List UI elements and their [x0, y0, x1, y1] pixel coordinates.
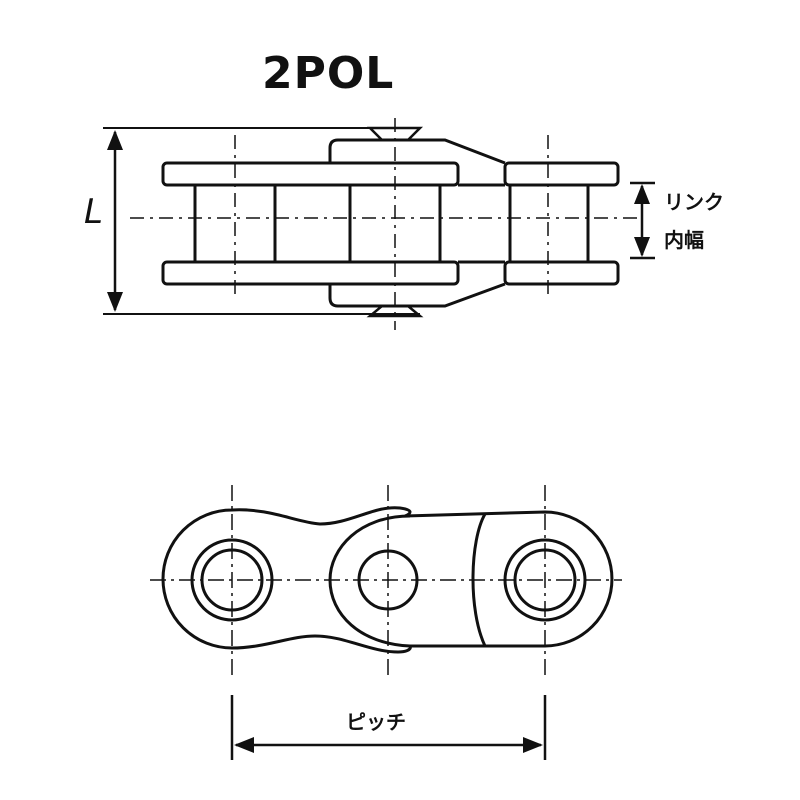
rollers — [193, 185, 590, 262]
side-view — [150, 485, 622, 760]
pin-middle — [357, 549, 419, 611]
roller-left-inner — [200, 548, 264, 612]
top-view — [103, 118, 655, 330]
pitch-label: ピッチ — [346, 710, 406, 734]
inner-link-plate — [161, 506, 614, 654]
roller-right-inner — [513, 548, 577, 612]
inner-width-dimension — [630, 181, 655, 260]
roller-right-outer — [503, 538, 587, 622]
outer-link-plate — [328, 514, 411, 648]
length-label: L — [84, 192, 103, 232]
diagram-title: 2POL — [262, 48, 395, 99]
link-plates — [161, 138, 620, 308]
pitch-dimension — [230, 695, 547, 760]
inner-width-label: リンク — [664, 190, 724, 214]
centerlines — [130, 118, 640, 330]
inner-width-label-2: 内幅 — [664, 228, 704, 252]
plate-edge — [471, 513, 487, 647]
roller-left-outer — [190, 538, 274, 622]
pin-heads — [366, 126, 424, 318]
